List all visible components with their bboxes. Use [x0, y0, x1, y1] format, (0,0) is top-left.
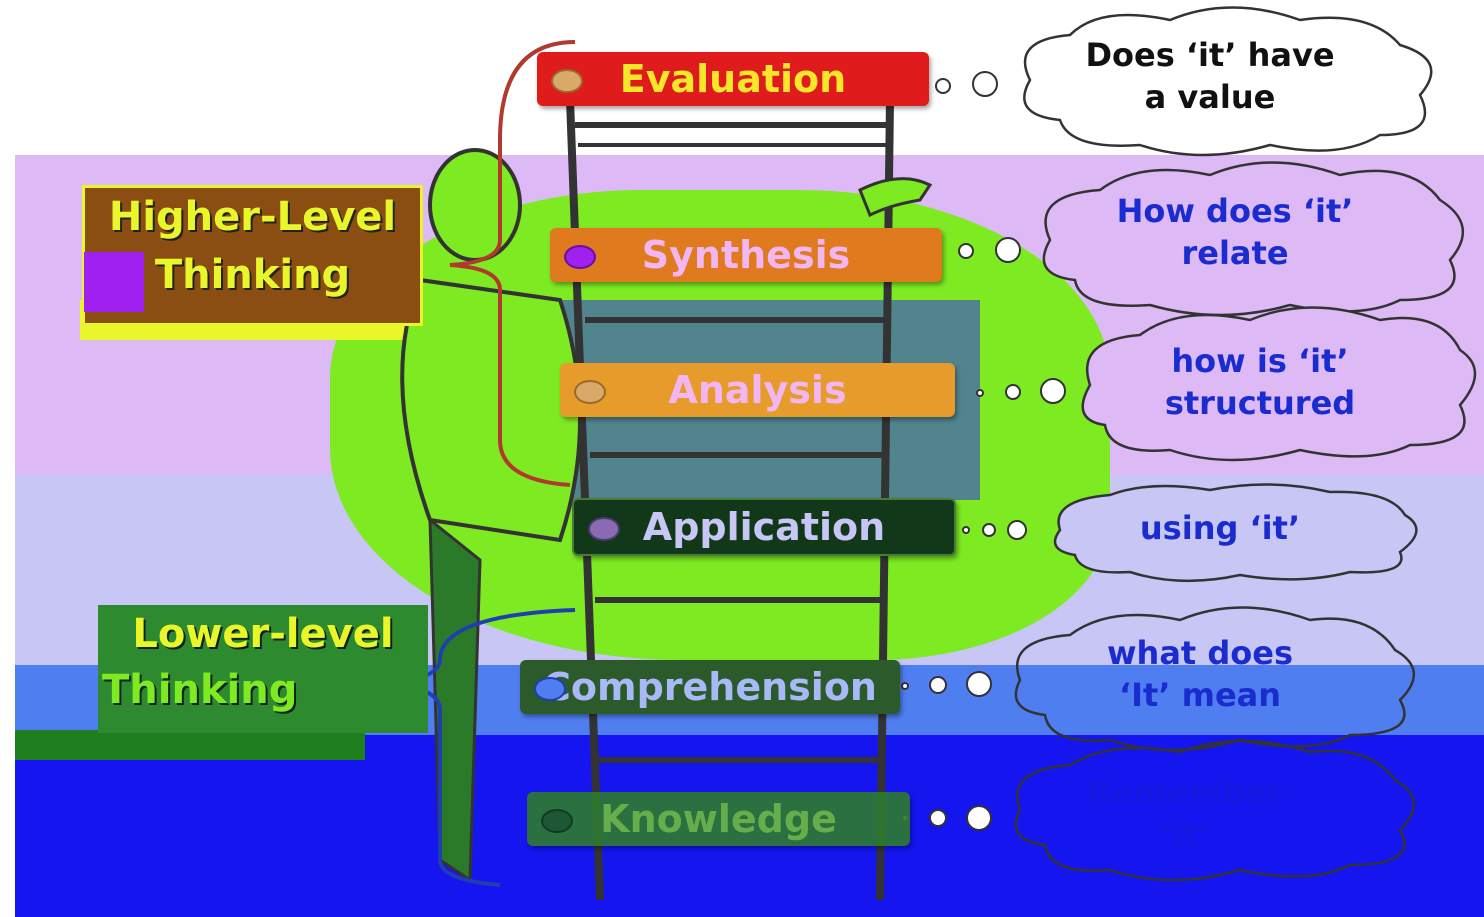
background-green-stripe	[15, 730, 365, 760]
level-knowledge-label: Knowledge	[600, 797, 837, 841]
higher-level-purple-patch	[84, 252, 144, 312]
bullet-icon	[551, 69, 583, 93]
thought-comprehension-line1: what does	[1106, 634, 1293, 672]
thought-knowledge-line2: ‘it’	[1159, 816, 1211, 854]
thought-knowledge: Remember ‘it’	[1070, 772, 1300, 856]
cloud-evaluation	[1023, 6, 1433, 157]
person-head	[428, 148, 522, 262]
level-evaluation: Evaluation	[537, 52, 929, 106]
cloud-analysis	[1081, 306, 1477, 462]
cloud-synthesis	[1042, 161, 1465, 317]
cloud-knowledge	[1014, 739, 1416, 882]
thought-analysis-line1: how is ‘it’	[1171, 342, 1349, 380]
bullet-icon	[534, 677, 566, 701]
level-synthesis: Synthesis	[550, 228, 942, 282]
thought-analysis-line2: structured	[1164, 384, 1356, 422]
bullet-icon	[574, 380, 606, 404]
level-synthesis-label: Synthesis	[641, 233, 851, 277]
lower-level-label: Lower-level Thinking	[98, 605, 428, 733]
bullet-icon	[588, 517, 620, 541]
thought-comprehension: what does ‘It’ mean	[1080, 632, 1320, 716]
level-evaluation-label: Evaluation	[619, 57, 847, 101]
thought-analysis: how is ‘it’ structured	[1130, 340, 1390, 424]
cloud-comprehension	[1014, 606, 1416, 752]
cloud-application	[1053, 483, 1418, 583]
higher-level-line1: Higher-Level	[108, 194, 397, 240]
level-knowledge: Knowledge	[527, 792, 910, 846]
thought-synthesis: How does ‘it’ relate	[1105, 190, 1365, 274]
thought-comprehension-line2: ‘It’ mean	[1118, 676, 1282, 714]
thought-knowledge-line1: Remember	[1087, 774, 1283, 812]
higher-level-line2: Thinking	[154, 252, 351, 298]
higher-level-brace	[449, 40, 576, 487]
level-analysis-label: Analysis	[668, 368, 847, 412]
thought-evaluation: Does ‘it’ have a value	[1080, 34, 1340, 118]
bullet-icon	[564, 245, 596, 269]
thought-evaluation-line2: a value	[1144, 78, 1276, 116]
thought-synthesis-line1: How does ‘it’	[1116, 192, 1354, 230]
person-body	[400, 277, 582, 543]
thought-evaluation-line1: Does ‘it’ have	[1085, 36, 1335, 74]
thought-dots	[901, 71, 1066, 831]
lower-level-line1: Lower-level	[132, 611, 394, 657]
person-hand	[858, 177, 933, 218]
level-application-label: Application	[642, 505, 886, 549]
thought-clouds	[1014, 6, 1477, 882]
level-comprehension: Comprehension	[520, 660, 900, 714]
thought-synthesis-line2: relate	[1181, 234, 1289, 272]
bullet-icon	[541, 809, 573, 833]
level-analysis: Analysis	[560, 363, 955, 417]
lower-level-line2: Thinking	[102, 667, 298, 713]
level-comprehension-label: Comprehension	[543, 665, 877, 709]
thought-application: using ‘it’	[1110, 507, 1330, 549]
thought-application-line1: using ‘it’	[1139, 509, 1301, 547]
level-application: Application	[572, 498, 956, 556]
